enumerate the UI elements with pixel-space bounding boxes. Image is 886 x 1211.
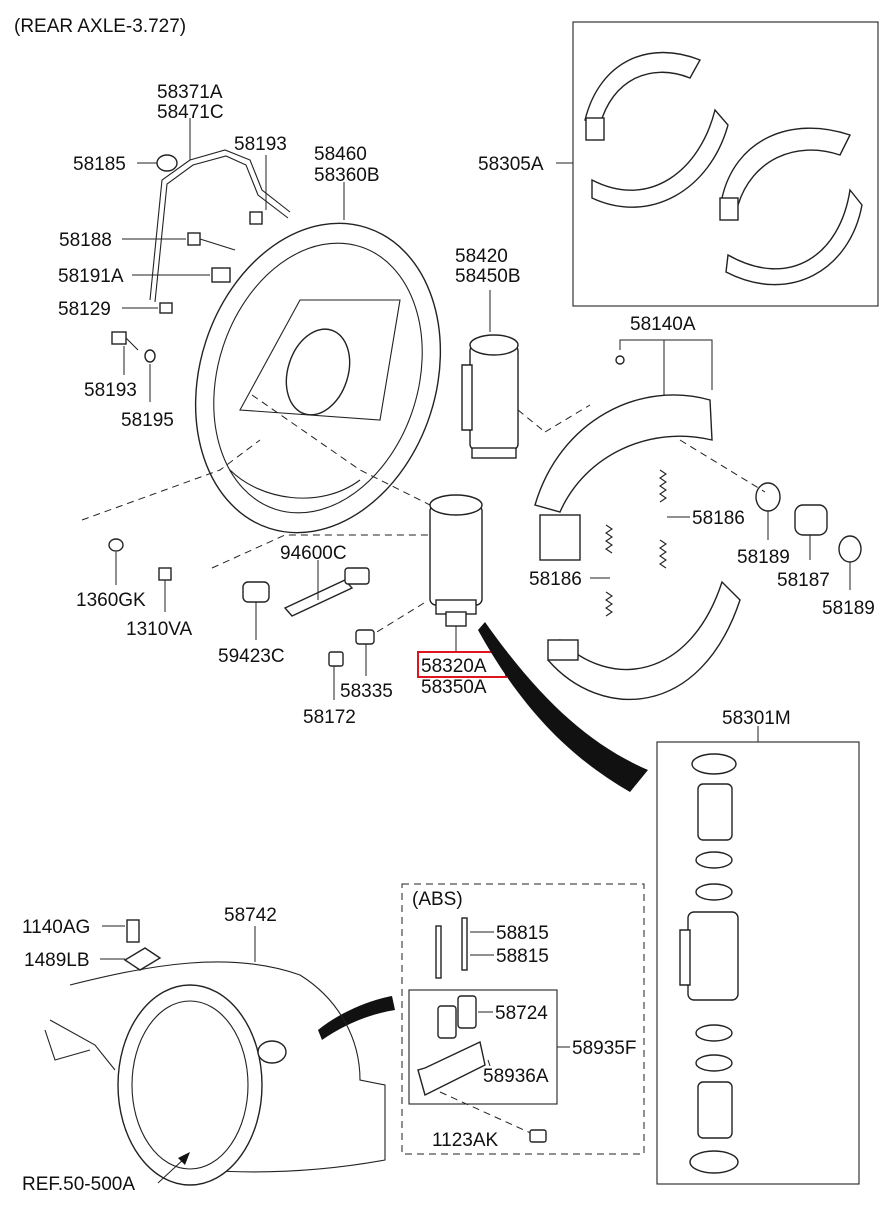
label-58140A: 58140A [630, 314, 696, 335]
label-58815-b: 58815 [496, 946, 549, 967]
washer-58189-b [838, 535, 862, 563]
label-58471C: 58471C [157, 102, 224, 123]
label-58172: 58172 [303, 707, 356, 728]
label-58189-b: 58189 [822, 598, 875, 619]
repair-kit-parts [679, 753, 739, 1174]
label-58186-left: 58186 [529, 569, 582, 590]
backing-plate [194, 222, 442, 534]
label-58188: 58188 [59, 230, 112, 251]
label-58187: 58187 [777, 570, 830, 591]
label-58935F: 58935F [572, 1038, 636, 1059]
label-58195: 58195 [121, 410, 174, 431]
bracket-58936A [417, 1040, 486, 1097]
label-1123AK: 1123AK [432, 1130, 499, 1151]
label-58420: 58420 [455, 246, 508, 267]
bleeder-58172 [328, 651, 344, 667]
bolt-58193-bottom [111, 331, 127, 345]
abs-title: (ABS) [412, 889, 463, 910]
label-58305A: 58305A [478, 154, 544, 175]
bolt-58193-top [249, 211, 263, 225]
label-58191A: 58191A [58, 266, 124, 287]
label-58450B: 58450B [455, 266, 521, 287]
label-1489LB: 1489LB [24, 950, 90, 971]
stud-58815-a [435, 925, 442, 979]
nipple-58335 [355, 629, 375, 645]
label-1360GK: 1360GK [76, 590, 146, 611]
nut-1360GK [108, 538, 124, 552]
washer-58189-a [755, 482, 781, 512]
label-58335: 58335 [340, 681, 393, 702]
label-58815-a: 58815 [496, 923, 549, 944]
label-58371A: 58371A [157, 82, 223, 103]
label-ref: REF.50-500A [22, 1174, 135, 1195]
label-58724: 58724 [495, 1003, 548, 1024]
label-59423C: 59423C [218, 646, 285, 667]
clip-1489LB [123, 947, 162, 971]
arrow-to-kit [478, 622, 648, 792]
clip-58191A [211, 267, 231, 283]
label-58186-right: 58186 [692, 508, 745, 529]
bushing-59423C [242, 581, 270, 603]
arrow-to-abs [318, 996, 395, 1040]
label-58742: 58742 [224, 905, 277, 926]
diagram-title: (REAR AXLE-3.727) [14, 16, 186, 37]
label-58301M: 58301M [722, 708, 791, 729]
label-58360B: 58360B [314, 165, 380, 186]
washer-58195 [144, 349, 156, 363]
spring-58186-right [659, 469, 667, 503]
label-1310VA: 1310VA [126, 619, 193, 640]
label-58185: 58185 [73, 154, 126, 175]
label-58129: 58129 [58, 299, 111, 320]
wheel-cylinder-58420 [461, 334, 519, 459]
pin-58188 [187, 232, 201, 246]
stud-58815-b [461, 917, 468, 971]
label-58460: 58460 [314, 144, 367, 165]
brake-shoe-assembly [534, 394, 741, 700]
label-58350A: 58350A [421, 677, 487, 698]
bolt-1140AG [126, 919, 140, 943]
label-58320A: 58320A [421, 656, 487, 677]
brake-shoe-set-box [572, 21, 879, 307]
label-58936A: 58936A [483, 1066, 549, 1087]
label-94600C: 94600C [280, 543, 347, 564]
spacer-58724-b [457, 995, 477, 1029]
spacer-58724-a [437, 1005, 457, 1039]
grommet-58185 [156, 154, 178, 172]
spring-58186-left [605, 524, 613, 554]
bolt-1123AK [529, 1129, 547, 1143]
axle-housing [44, 961, 386, 1186]
label-58189-a: 58189 [737, 547, 790, 568]
wheel-cylinder-58320A [429, 494, 483, 627]
label-58193-bottom: 58193 [84, 380, 137, 401]
nut-1310VA [158, 567, 172, 581]
label-58193-top: 58193 [234, 134, 287, 155]
brake-line [149, 149, 291, 301]
spring-58187 [794, 504, 828, 536]
abs-box [401, 883, 645, 1155]
fitting-58129 [159, 302, 173, 314]
label-1140AG: 1140AG [22, 917, 90, 938]
